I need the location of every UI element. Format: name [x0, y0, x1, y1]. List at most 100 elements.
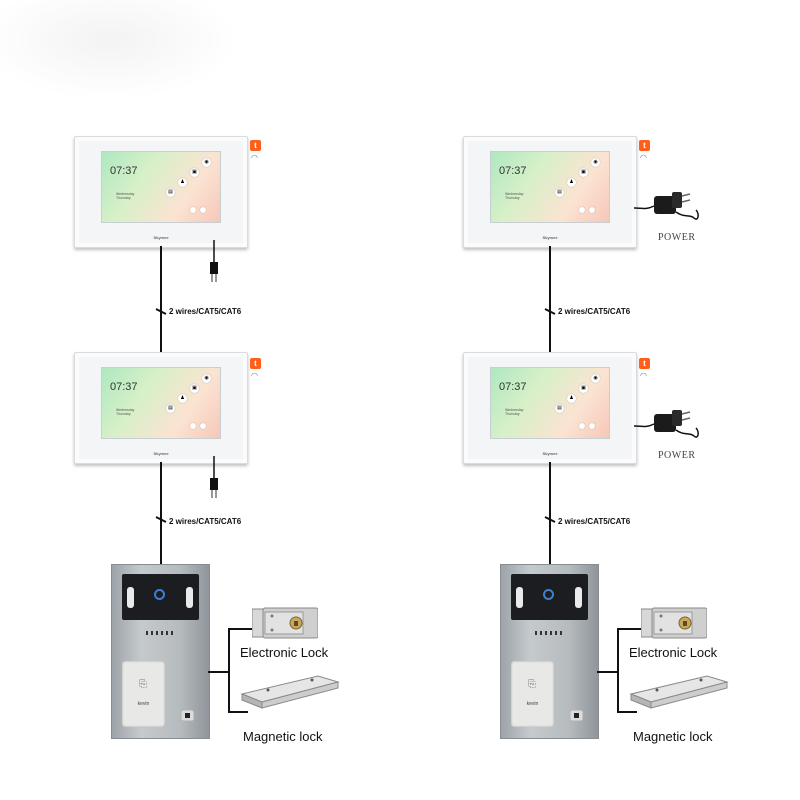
- monitor-brand: Skymee: [542, 235, 558, 240]
- outdoor-door-station-left: ⎘ kevin: [111, 564, 210, 739]
- doorbell-icon: [570, 710, 583, 721]
- wire-line: [160, 246, 162, 354]
- lock-wire: [228, 711, 248, 713]
- monitor-brand: Skymee: [542, 451, 558, 456]
- doorbell-icon: [181, 710, 194, 721]
- ir-led: [186, 587, 193, 608]
- app-icon: ♟: [178, 178, 187, 187]
- power-label: POWER: [658, 232, 696, 243]
- wire-label: 2 wires/CAT5/CAT6: [169, 517, 242, 526]
- wire-break-icon: [544, 308, 556, 315]
- app-icon: ♟: [567, 178, 576, 187]
- app-icon: ▣: [579, 168, 588, 177]
- app-icon: ▤: [555, 188, 564, 197]
- app-icon: ◉: [591, 158, 600, 167]
- card-reader-label: kevin: [137, 701, 150, 707]
- speaker-grille: [146, 631, 174, 635]
- app-icon: ♟: [178, 394, 187, 403]
- app-icon: [190, 207, 196, 213]
- wifi-icon: ◠: [640, 371, 647, 380]
- app-icon: ♟: [567, 394, 576, 403]
- lock-wire: [617, 711, 637, 713]
- background-smudge: [0, 0, 240, 100]
- camera-lens-icon: [543, 589, 554, 600]
- power-adapter-icon: [634, 192, 699, 220]
- card-reader-label: kevin: [526, 701, 539, 707]
- wire-line: [549, 246, 551, 354]
- electronic-lock-label: Electronic Lock: [629, 645, 718, 660]
- card-reader-icon: ⎘: [528, 679, 536, 690]
- camera-panel: [511, 574, 588, 620]
- app-icon: [579, 207, 585, 213]
- clock-text: 07:37: [499, 165, 527, 177]
- wire-label: 2 wires/CAT5/CAT6: [169, 307, 242, 316]
- app-icon: [200, 423, 206, 429]
- card-reader-panel: ⎘ kevin: [122, 661, 165, 727]
- ir-led: [516, 587, 523, 608]
- clock-text: 07:37: [110, 381, 138, 393]
- magnetic-lock-label: Magnetic lock: [243, 729, 323, 744]
- wire-label: 2 wires/CAT5/CAT6: [558, 517, 631, 526]
- wire-break-icon: [155, 308, 167, 315]
- lock-wire: [228, 628, 252, 630]
- app-icon: ▣: [190, 384, 199, 393]
- app-icon: [190, 423, 196, 429]
- power-adapter-icon: [634, 410, 699, 438]
- clock-text: 07:37: [499, 381, 527, 393]
- app-icon: ▣: [190, 168, 199, 177]
- camera-lens-icon: [154, 589, 165, 600]
- plug-icon: [210, 456, 218, 498]
- plug-icon: [210, 240, 218, 282]
- wifi-icon: ◠: [640, 153, 647, 162]
- outdoor-door-station-right: ⎘ kevin: [500, 564, 599, 739]
- tuya-icon: t: [250, 358, 261, 369]
- camera-panel: [122, 574, 199, 620]
- wire-line: [160, 462, 162, 566]
- app-icon: ◉: [591, 374, 600, 383]
- app-icon: [589, 207, 595, 213]
- power-label: POWER: [658, 450, 696, 461]
- app-icon: ◉: [202, 374, 211, 383]
- wire-break-icon: [155, 516, 167, 523]
- card-reader-panel: ⎘ kevin: [511, 661, 554, 727]
- wire-label: 2 wires/CAT5/CAT6: [558, 307, 631, 316]
- wire-line: [549, 462, 551, 566]
- card-reader-icon: ⎘: [139, 679, 147, 690]
- app-icon: ▣: [579, 384, 588, 393]
- speaker-grille: [535, 631, 563, 635]
- app-icon: ▤: [166, 404, 175, 413]
- monitor-brand: Skymee: [153, 451, 169, 456]
- magnetic-lock-label: Magnetic lock: [633, 729, 713, 744]
- wire-break-icon: [544, 516, 556, 523]
- electronic-lock-icon: [252, 607, 318, 639]
- app-icon: [589, 423, 595, 429]
- app-icon: ◉: [202, 158, 211, 167]
- app-icon: ▤: [166, 188, 175, 197]
- lock-wire: [228, 628, 230, 713]
- lock-wire: [597, 671, 619, 673]
- tuya-icon: t: [639, 358, 650, 369]
- ir-led: [575, 587, 582, 608]
- app-icon: [200, 207, 206, 213]
- lock-wire: [617, 628, 619, 713]
- wifi-icon: ◠: [251, 371, 258, 380]
- lock-wire: [617, 628, 641, 630]
- electronic-lock-label: Electronic Lock: [240, 645, 329, 660]
- magnetic-lock-icon: [629, 675, 729, 709]
- wifi-icon: ◠: [251, 153, 258, 162]
- lock-wire: [208, 671, 230, 673]
- ir-led: [127, 587, 134, 608]
- app-icon: ▤: [555, 404, 564, 413]
